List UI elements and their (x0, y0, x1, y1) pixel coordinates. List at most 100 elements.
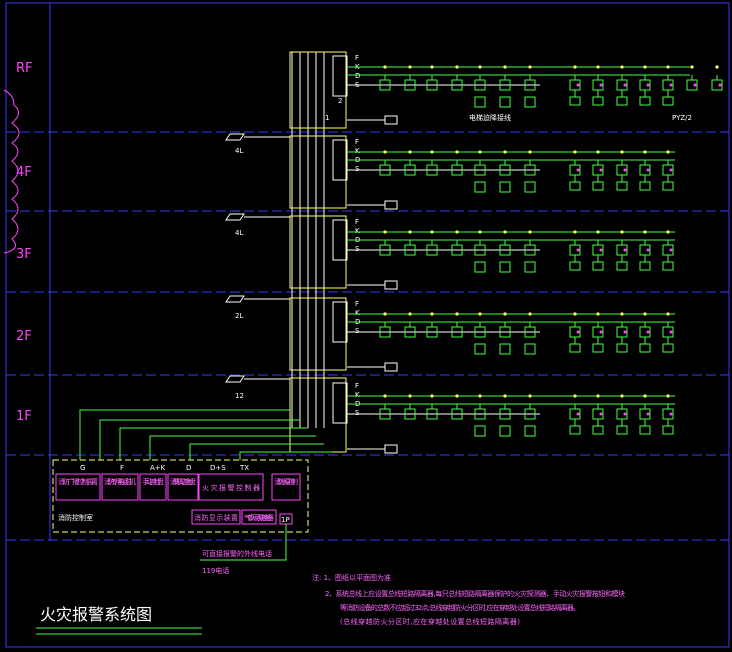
floor-label-2f: 2F (16, 329, 32, 344)
output-box (384, 362, 398, 372)
output-box (384, 280, 398, 290)
svg-text:等消防设备的总数不应超过32点;总线穿越防火分区时,应在穿越: 等消防设备的总数不应超过32点;总线穿越防火分区时,应在穿越处设置总线短路隔离器… (340, 603, 580, 612)
control-terminal-labels: G F A+K D D+S TX (80, 464, 249, 472)
svg-text:S: S (355, 245, 360, 253)
module-device (524, 261, 536, 273)
riser-label-3f: 4L (235, 229, 243, 237)
module-device (474, 343, 486, 355)
module-device (569, 96, 581, 106)
module-device (499, 261, 511, 273)
module-device (524, 425, 536, 437)
module-letters: F K D S F K D S F K D S F K D S F K D S (355, 54, 360, 417)
fire-control-room-box (52, 459, 309, 533)
module-device (616, 96, 628, 106)
output-box (384, 115, 398, 125)
module-device (524, 343, 536, 355)
drawing-frame (5, 2, 730, 648)
floor-label-3f: 3F (16, 247, 32, 262)
svg-text:F: F (355, 382, 359, 390)
svg-text:A+K: A+K (150, 464, 166, 472)
module-boxes (332, 55, 348, 424)
svg-text:2: 2 (338, 97, 342, 105)
module-device (592, 96, 604, 106)
floor-labels: RF 4F 3F 2F 1F (16, 61, 33, 424)
module-device (616, 261, 628, 271)
svg-text:F: F (355, 300, 359, 308)
control-equipment-labels: 消防广播控制装置 消防专用电话总机 手动控制盘 消防联动控制盘 火灾报警控制器 … (58, 477, 298, 524)
module-device (524, 181, 536, 193)
riser-label-2f: 2L (235, 312, 243, 320)
svg-text:(总线穿越防火分区时,应在穿越处设置总线短路隔离器): (总线穿越防火分区时,应在穿越处设置总线短路隔离器) (340, 617, 520, 626)
riser-bus (291, 52, 325, 428)
module-device (474, 96, 486, 108)
module-device (639, 343, 651, 353)
detector-circuits (347, 65, 723, 454)
page-title: 火灾报警系统图 (40, 605, 152, 624)
module-device (592, 343, 604, 353)
svg-text:气体灭火系统控制器: 气体灭火系统控制器 (244, 513, 274, 522)
svg-text:D: D (355, 72, 360, 80)
module-device (662, 343, 674, 353)
module-device (662, 425, 674, 435)
phone-note: 可直接报警的外线电话 (202, 549, 272, 558)
svg-text:TX: TX (239, 464, 249, 472)
module-device (592, 261, 604, 271)
module-device (662, 261, 674, 271)
module-device (639, 181, 651, 191)
output-box (384, 200, 398, 210)
svg-text:消防广播控制装置: 消防广播控制装置 (58, 477, 98, 486)
module-device (499, 181, 511, 193)
module-device (569, 425, 581, 435)
svg-text:S: S (355, 327, 360, 335)
svg-text:消防显示装置: 消防显示装置 (194, 513, 238, 522)
module-device (592, 425, 604, 435)
svg-text:消防联动控制盘: 消防联动控制盘 (170, 477, 196, 486)
module-device (639, 261, 651, 271)
svg-text:F: F (120, 464, 124, 472)
svg-text:F: F (355, 54, 359, 62)
svg-text:S: S (355, 165, 360, 173)
module-device (662, 181, 674, 191)
floor-label-1f: 1F (16, 409, 32, 424)
revision-cloud (3, 89, 20, 254)
riser-markers: 4L 4L 2L 12 (225, 133, 290, 400)
output-box (384, 444, 398, 454)
svg-text:2、系统总线上应设置总线短路隔离器,每只总线短路隔离器保护的: 2、系统总线上应设置总线短路隔离器,每只总线短路隔离器保护的火灾探测器、手动火灾… (325, 589, 625, 598)
module-device (592, 181, 604, 191)
module-device (616, 343, 628, 353)
module-device (474, 261, 486, 273)
svg-text:K: K (355, 391, 360, 399)
module-device (499, 343, 511, 355)
module-device (524, 96, 536, 108)
floor-label-rf: RF (16, 61, 33, 76)
phone-number: 119电话 (202, 566, 229, 575)
svg-text:F: F (355, 218, 359, 226)
svg-text:D+S: D+S (210, 464, 226, 472)
svg-text:火灾报警控制器: 火灾报警控制器 (202, 483, 260, 492)
pyz-label: PYZ/2 (672, 114, 692, 122)
svg-text:K: K (355, 227, 360, 235)
svg-text:S: S (355, 409, 360, 417)
phone-line (200, 524, 287, 561)
svg-text:消防水泵控制: 消防水泵控制 (274, 477, 298, 486)
module-device (499, 425, 511, 437)
rf-extras: 电梯迫降接线 PYZ/2 2 1 (325, 97, 692, 122)
control-feeder-lines (79, 409, 332, 460)
junction-boxes (289, 51, 347, 453)
module-device (569, 181, 581, 191)
svg-text:K: K (355, 147, 360, 155)
module-device (639, 96, 651, 106)
svg-text:1P: 1P (281, 516, 290, 524)
module-device (474, 425, 486, 437)
control-equipment (55, 473, 301, 525)
module-device (616, 181, 628, 191)
module-device (569, 261, 581, 271)
svg-text:K: K (355, 309, 360, 317)
svg-text:注: 1、图纸以平面图为准: 注: 1、图纸以平面图为准 (312, 573, 391, 582)
module-device (499, 96, 511, 108)
module-device (662, 96, 674, 106)
module-device (569, 343, 581, 353)
svg-text:F: F (355, 138, 359, 146)
floor-label-4f: 4F (16, 165, 32, 180)
